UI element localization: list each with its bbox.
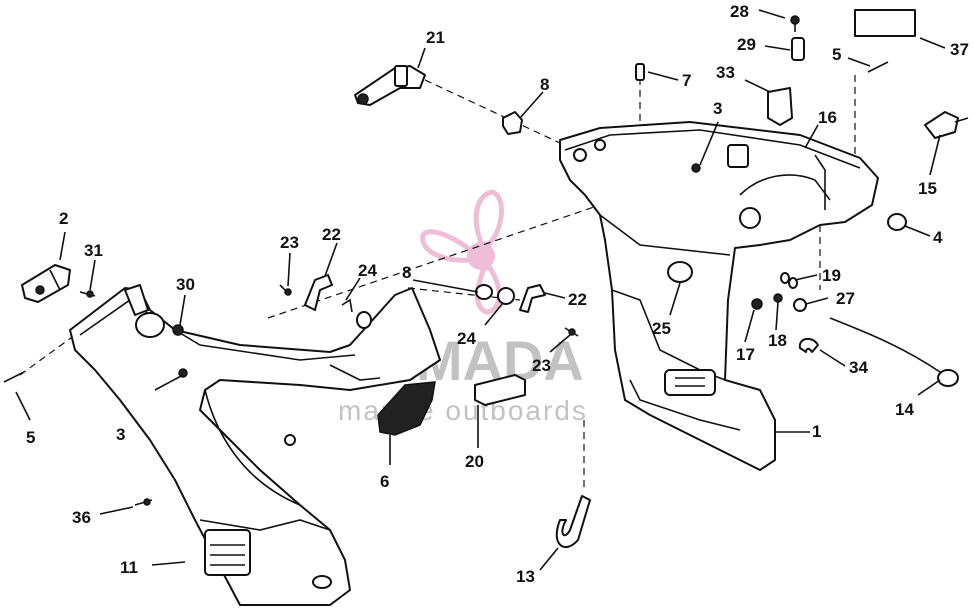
callout-5-lower: 5 (26, 428, 35, 447)
callout-34: 34 (849, 358, 868, 377)
callout-21: 21 (426, 28, 445, 47)
part-36-screw (134, 498, 153, 506)
callout-7: 7 (682, 71, 691, 90)
callout-3-upper: 3 (713, 99, 722, 118)
callout-14: 14 (895, 400, 914, 419)
part-5-bolt-lower (3, 371, 25, 383)
callout-15: 15 (918, 179, 937, 198)
part-5-bolt-upper (867, 61, 889, 73)
callout-11: 11 (120, 558, 138, 577)
callout-22-right: 22 (568, 290, 587, 309)
part-23-screw-left (279, 284, 292, 296)
callout-17: 17 (736, 345, 755, 364)
part-28-screw (790, 15, 800, 32)
callout-22-left: 22 (322, 225, 341, 244)
part-4-grommet (887, 213, 907, 231)
callout-27: 27 (836, 289, 855, 308)
part-17-screw (751, 298, 763, 310)
part-24-washer (497, 287, 515, 305)
callout-8-upper: 8 (540, 75, 549, 94)
callout-labels: 1 2 3 3 4 5 5 6 7 8 8 11 13 14 15 16 17 … (26, 2, 969, 586)
callout-13: 13 (516, 567, 535, 586)
part-22-hook-right (519, 284, 546, 313)
part-7-pin (635, 63, 645, 81)
part-3-screw-lower (178, 368, 188, 378)
callout-8-lower: 8 (402, 263, 411, 282)
part-33-bracket (767, 87, 793, 126)
callout-16: 16 (818, 108, 837, 127)
callout-25: 25 (652, 319, 671, 338)
callout-24-upper: 24 (358, 261, 377, 280)
callout-30: 30 (176, 275, 195, 294)
callout-24-lower: 24 (457, 329, 476, 348)
callout-23-right: 23 (532, 356, 551, 375)
part-18-screw (773, 293, 783, 303)
callout-20: 20 (465, 452, 484, 471)
leader-lines (15, 9, 946, 571)
part-24-clip (341, 298, 353, 313)
callout-4: 4 (933, 228, 943, 247)
part-8-grommet-lower (475, 284, 493, 300)
callout-5-upper: 5 (832, 45, 841, 64)
part-3-screw-upper (691, 163, 701, 173)
part-19-washers (780, 272, 798, 289)
callout-6: 6 (380, 472, 389, 491)
part-27-nut (793, 298, 807, 312)
callout-19: 19 (822, 266, 841, 285)
part-25-plug (667, 261, 693, 283)
part-8-grommet-upper (502, 111, 523, 135)
part-29-sleeve (791, 37, 805, 61)
callout-18: 18 (768, 331, 787, 350)
callout-28: 28 (730, 2, 749, 21)
part-23-screw-right (564, 327, 579, 337)
part-34-clip (798, 337, 819, 353)
callout-36: 36 (72, 508, 91, 527)
callout-23-left: 23 (280, 233, 299, 252)
callout-2: 2 (59, 209, 68, 228)
part-30-nut (172, 324, 184, 336)
callout-3-lower: 3 (116, 425, 125, 444)
part-6-pad (377, 381, 436, 436)
part-15-fitting (924, 111, 969, 139)
watermark-propeller-icon (420, 189, 504, 315)
part-31-screw (79, 290, 96, 298)
part-2-latch (21, 264, 71, 303)
callout-29: 29 (737, 35, 756, 54)
part-24-bushing (356, 311, 372, 329)
callout-1: 1 (812, 422, 821, 441)
callout-31: 31 (84, 241, 103, 260)
part-37-decal (854, 9, 916, 37)
watermark-tagline: marine outboards (338, 395, 588, 426)
part-14-cable (829, 317, 959, 387)
part-1-starboard-lower-cowl (559, 121, 879, 471)
part-20-block (474, 374, 526, 406)
part-22-hook-left (304, 274, 333, 311)
part-11-port-lower-cowl (69, 284, 441, 606)
callout-33: 33 (716, 63, 735, 82)
part-13-hose (555, 495, 591, 549)
part-21-latch-lever (354, 65, 426, 106)
callout-37: 37 (950, 40, 969, 59)
